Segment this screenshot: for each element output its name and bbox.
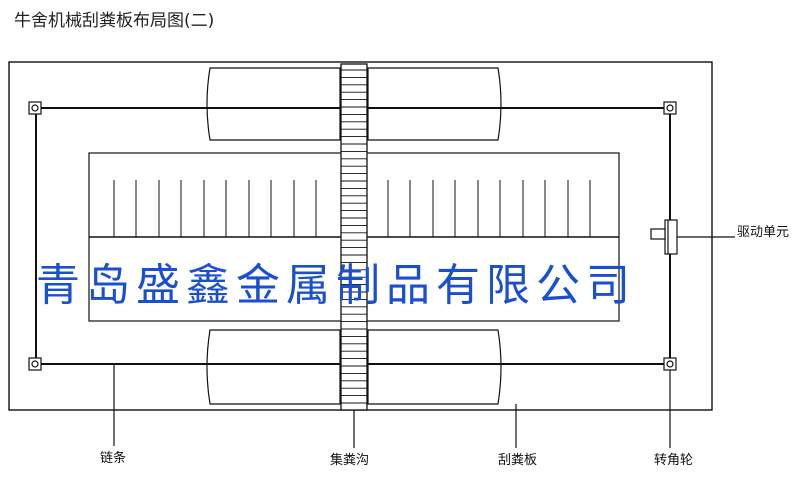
corner-wheel-top-left (28, 101, 42, 115)
bottom-right-scraper-housing (367, 329, 502, 405)
label-drive-unit: 驱动单元 (737, 225, 789, 240)
label-corner-wheel: 转角轮 (654, 453, 693, 468)
corner-wheel-bottom-right (663, 357, 677, 371)
drive-unit (650, 219, 735, 255)
label-manure-trench: 集粪沟 (330, 452, 369, 468)
bottom-left-scraper-housing (206, 329, 341, 405)
top-right-scraper-housing (367, 67, 502, 141)
company-watermark: 青岛盛鑫金属制品有限公司 (36, 260, 636, 311)
corner-wheel-bottom-left (28, 357, 42, 371)
label-chain: 链条 (100, 450, 126, 466)
corner-wheel-top-right (663, 101, 677, 115)
label-scraper: 刮粪板 (498, 453, 537, 468)
top-left-scraper-housing (206, 67, 341, 141)
diagram-title: 牛舍机械刮粪板布局图(二) (14, 11, 215, 31)
scraper-slats-right (387, 180, 591, 237)
scraper-slats-left (113, 180, 317, 237)
manure-trench (340, 63, 368, 411)
